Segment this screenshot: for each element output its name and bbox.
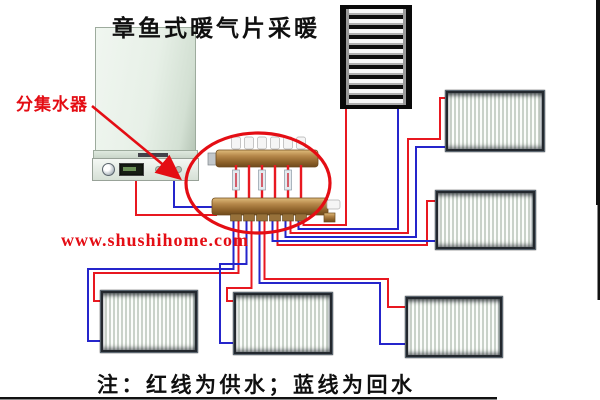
manifold-end-cap (207, 152, 218, 166)
towel-radiator-bars (346, 9, 406, 105)
radiator-bottom-right (405, 296, 503, 358)
manifold-side-fitting (323, 212, 336, 223)
pressure-gauge-icon (102, 163, 115, 176)
radiator-fins (408, 299, 500, 355)
flow-meter (232, 169, 240, 191)
boiler-display (119, 163, 144, 176)
pipe-supply-radiator-bottom-middle (226, 216, 253, 302)
radiator-middle-right (435, 190, 536, 250)
boiler-logo (138, 153, 168, 157)
image-border-artifact-right (596, 0, 600, 205)
radiator-bottom-left (100, 290, 198, 353)
wall-boiler (95, 27, 196, 151)
radiator-fins (103, 293, 195, 350)
legend-supply-text: 红线为供水 (146, 374, 269, 397)
pipe-supply-radiator-middle-right (276, 200, 441, 246)
manifold-valve-caps (231, 136, 306, 150)
boiler-control-panel (92, 158, 199, 181)
manifold-flow-tubes (232, 165, 303, 200)
legend-note-separator: ； (268, 374, 293, 397)
pipe-return-towel-radiator (297, 100, 399, 230)
flow-meter (258, 169, 266, 191)
pipe-supply-towel-radiator (302, 100, 347, 226)
manifold-supply-bar (215, 149, 319, 168)
boiler-knob (175, 166, 182, 173)
flow-meter (284, 169, 292, 191)
radiator-fins (236, 295, 330, 352)
radiator-fins (438, 193, 533, 247)
manifold-port-nuts (230, 213, 307, 222)
radiator-top-right (445, 90, 545, 152)
pipe-boiler-supply (135, 177, 217, 216)
towel-radiator (340, 5, 412, 109)
pipe-return-radiator-middle-right (271, 216, 441, 242)
legend-return-text: 蓝线为回水 (293, 374, 416, 397)
highlight-ellipse (184, 131, 332, 235)
diagram-title: 章鱼式暖气片采暖 (112, 15, 320, 41)
manifold-return-bar (211, 197, 329, 216)
radiator-bottom-middle (233, 292, 333, 355)
legend-note: 注：红线为供水；蓝线为回水 (97, 369, 416, 399)
website-watermark: www.shushihome.com (61, 230, 250, 250)
pipe-supply-radiator-bottom-left (93, 216, 240, 302)
pipe-return-radiator-top-right (284, 146, 451, 238)
boiler-knob (155, 166, 162, 173)
manifold-side-valve-cap (326, 199, 341, 210)
pipe-boiler-return (173, 177, 215, 208)
radiator-fins (448, 93, 542, 149)
legend-note-prefix: 注： (97, 374, 146, 397)
manifold-callout-label: 分集水器 (16, 95, 88, 114)
pipe-supply-radiator-top-right (289, 97, 451, 234)
